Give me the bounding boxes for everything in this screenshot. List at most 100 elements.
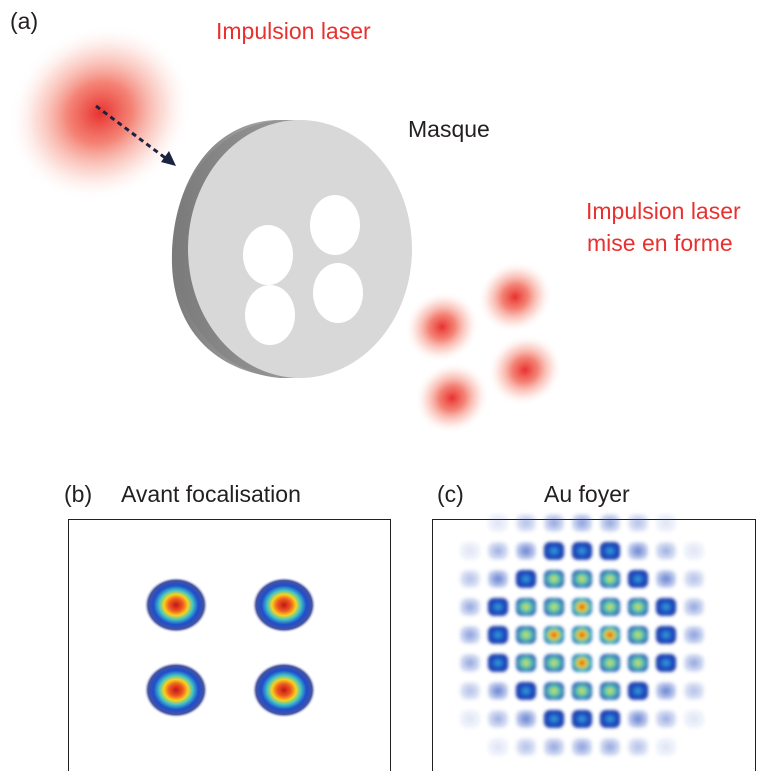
panel-c-frame bbox=[432, 519, 756, 771]
interference-cell bbox=[599, 598, 621, 616]
mask-face bbox=[188, 120, 412, 378]
interference-cell bbox=[487, 570, 509, 588]
mask-hole bbox=[243, 225, 293, 285]
interference-cell bbox=[543, 654, 565, 672]
interference-cell bbox=[459, 542, 481, 560]
interference-cell bbox=[487, 542, 509, 560]
interference-cell bbox=[571, 514, 593, 532]
interference-cell bbox=[655, 710, 677, 728]
interference-cell bbox=[459, 598, 481, 616]
interference-cell bbox=[599, 710, 621, 728]
interference-cell bbox=[683, 570, 705, 588]
interference-cell bbox=[655, 682, 677, 700]
interference-cell bbox=[459, 654, 481, 672]
interference-cell bbox=[459, 682, 481, 700]
interference-cell bbox=[515, 598, 537, 616]
panel-b-frame bbox=[68, 519, 391, 771]
interference-cell bbox=[571, 626, 593, 644]
interference-cell bbox=[683, 626, 705, 644]
interference-cell bbox=[599, 682, 621, 700]
interference-cell bbox=[459, 626, 481, 644]
interference-cell bbox=[487, 682, 509, 700]
interference-cell bbox=[487, 738, 509, 756]
interference-cell bbox=[627, 598, 649, 616]
panel-a-tag: (a) bbox=[10, 8, 39, 34]
focus-spot bbox=[252, 577, 316, 633]
interference-cell bbox=[515, 710, 537, 728]
interference-cell bbox=[459, 710, 481, 728]
interference-cell bbox=[515, 542, 537, 560]
interference-cell bbox=[627, 626, 649, 644]
interference-cell bbox=[655, 570, 677, 588]
interference-cell bbox=[487, 654, 509, 672]
panel-c-plot bbox=[432, 514, 756, 771]
output-spot bbox=[487, 334, 563, 406]
interference-cell bbox=[599, 542, 621, 560]
interference-cell bbox=[683, 598, 705, 616]
interference-cell bbox=[515, 682, 537, 700]
interference-cell bbox=[543, 570, 565, 588]
mask bbox=[171, 120, 412, 378]
interference-cell bbox=[627, 682, 649, 700]
panel-b-tag: (b) bbox=[64, 481, 93, 507]
panel-b-plot bbox=[68, 519, 391, 771]
interference-cell bbox=[627, 738, 649, 756]
interference-cell bbox=[487, 710, 509, 728]
mask-hole bbox=[313, 263, 363, 323]
interference-cell bbox=[571, 710, 593, 728]
focus-spot bbox=[144, 577, 208, 633]
interference-cell bbox=[543, 710, 565, 728]
interference-cell bbox=[683, 710, 705, 728]
interference-cell bbox=[627, 710, 649, 728]
interference-cell bbox=[627, 570, 649, 588]
interference-cell bbox=[655, 514, 677, 532]
interference-cell bbox=[599, 570, 621, 588]
interference-cell bbox=[655, 738, 677, 756]
interference-cell bbox=[683, 682, 705, 700]
interference-cell bbox=[655, 598, 677, 616]
shaped-pulse-label-line1: Impulsion laser bbox=[586, 198, 741, 224]
interference-cell bbox=[599, 514, 621, 532]
interference-cell bbox=[599, 738, 621, 756]
interference-pattern bbox=[459, 514, 705, 756]
interference-cell bbox=[571, 542, 593, 560]
panel-b-title: Avant focalisation bbox=[121, 481, 301, 507]
interference-cell bbox=[543, 598, 565, 616]
interference-cell bbox=[655, 542, 677, 560]
focus-spot bbox=[144, 662, 208, 718]
interference-cell bbox=[571, 738, 593, 756]
mask-label: Masque bbox=[408, 116, 490, 142]
interference-cell bbox=[515, 570, 537, 588]
arrowhead-icon bbox=[161, 151, 176, 166]
interference-cell bbox=[655, 626, 677, 644]
interference-cell bbox=[515, 654, 537, 672]
incoming-laser-pulse bbox=[8, 24, 192, 202]
interference-cell bbox=[571, 654, 593, 672]
interference-cell bbox=[599, 626, 621, 644]
incoming-pulse-label: Impulsion laser bbox=[216, 18, 371, 44]
interference-cell bbox=[683, 542, 705, 560]
panel-c-tag: (c) bbox=[437, 481, 464, 507]
mask-hole bbox=[310, 195, 360, 255]
interference-cell bbox=[683, 654, 705, 672]
interference-cell bbox=[543, 738, 565, 756]
output-spot bbox=[477, 261, 553, 333]
interference-cell bbox=[487, 514, 509, 532]
shaped-pulse-label-line2: mise en forme bbox=[587, 230, 733, 256]
interference-cell bbox=[515, 738, 537, 756]
interference-cell bbox=[627, 542, 649, 560]
interference-cell bbox=[515, 626, 537, 644]
interference-cell bbox=[599, 654, 621, 672]
interference-cell bbox=[655, 654, 677, 672]
focus-spot bbox=[252, 662, 316, 718]
propagation-arrow bbox=[95, 104, 169, 162]
interference-cell bbox=[459, 570, 481, 588]
interference-cell bbox=[627, 654, 649, 672]
panel-c-title: Au foyer bbox=[544, 481, 630, 507]
output-spot bbox=[404, 291, 480, 363]
interference-cell bbox=[487, 598, 509, 616]
interference-cell bbox=[543, 626, 565, 644]
mask-hole bbox=[245, 285, 295, 345]
interference-cell bbox=[543, 514, 565, 532]
